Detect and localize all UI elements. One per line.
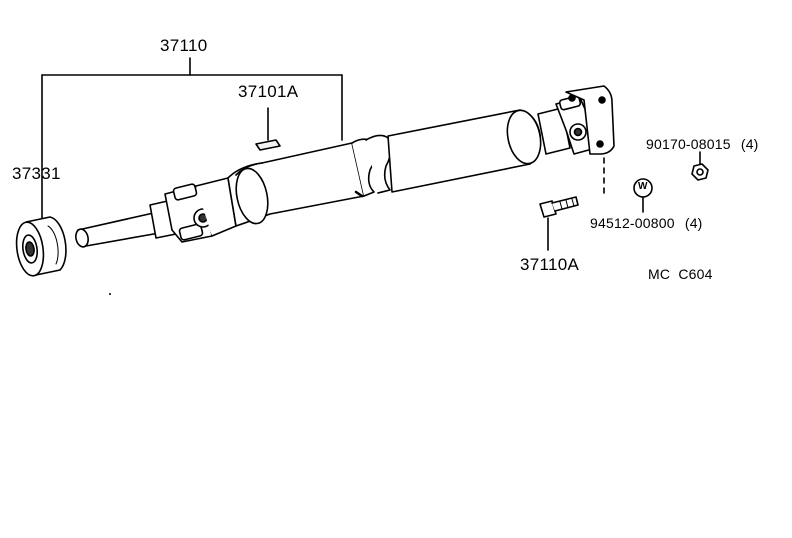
nut-part — [691, 163, 709, 181]
bolt-part — [539, 196, 579, 218]
front-stub-shaft — [75, 199, 177, 248]
clip-part — [255, 139, 281, 151]
stray-dot — [109, 293, 111, 295]
center-bearing-label: 37331 — [12, 164, 61, 183]
front-universal-joint — [164, 177, 237, 243]
clip-label: 37101A — [238, 82, 299, 101]
washer-label: 94512-00800 (4) — [590, 216, 703, 230]
diagram-code: MC C604 — [648, 266, 713, 282]
front-shaft-tube — [227, 142, 365, 227]
bolt-label: 37110A — [520, 255, 580, 274]
nut-quantity: (4) — [740, 136, 759, 152]
nut-part-number: 90170-08015 — [646, 136, 731, 152]
washer-quantity: (4) — [684, 215, 703, 231]
rear-flange-plate — [565, 85, 615, 155]
rear-shaft-tube — [387, 109, 542, 193]
assembly-label: 37110 — [160, 36, 208, 55]
center-bearing-part — [15, 216, 67, 277]
washer-symbol-text: W — [638, 181, 648, 192]
washer-part-number: 94512-00800 — [590, 215, 675, 231]
assembly-bracket — [41, 57, 343, 236]
nut-label: 90170-08015 (4) — [646, 137, 759, 151]
